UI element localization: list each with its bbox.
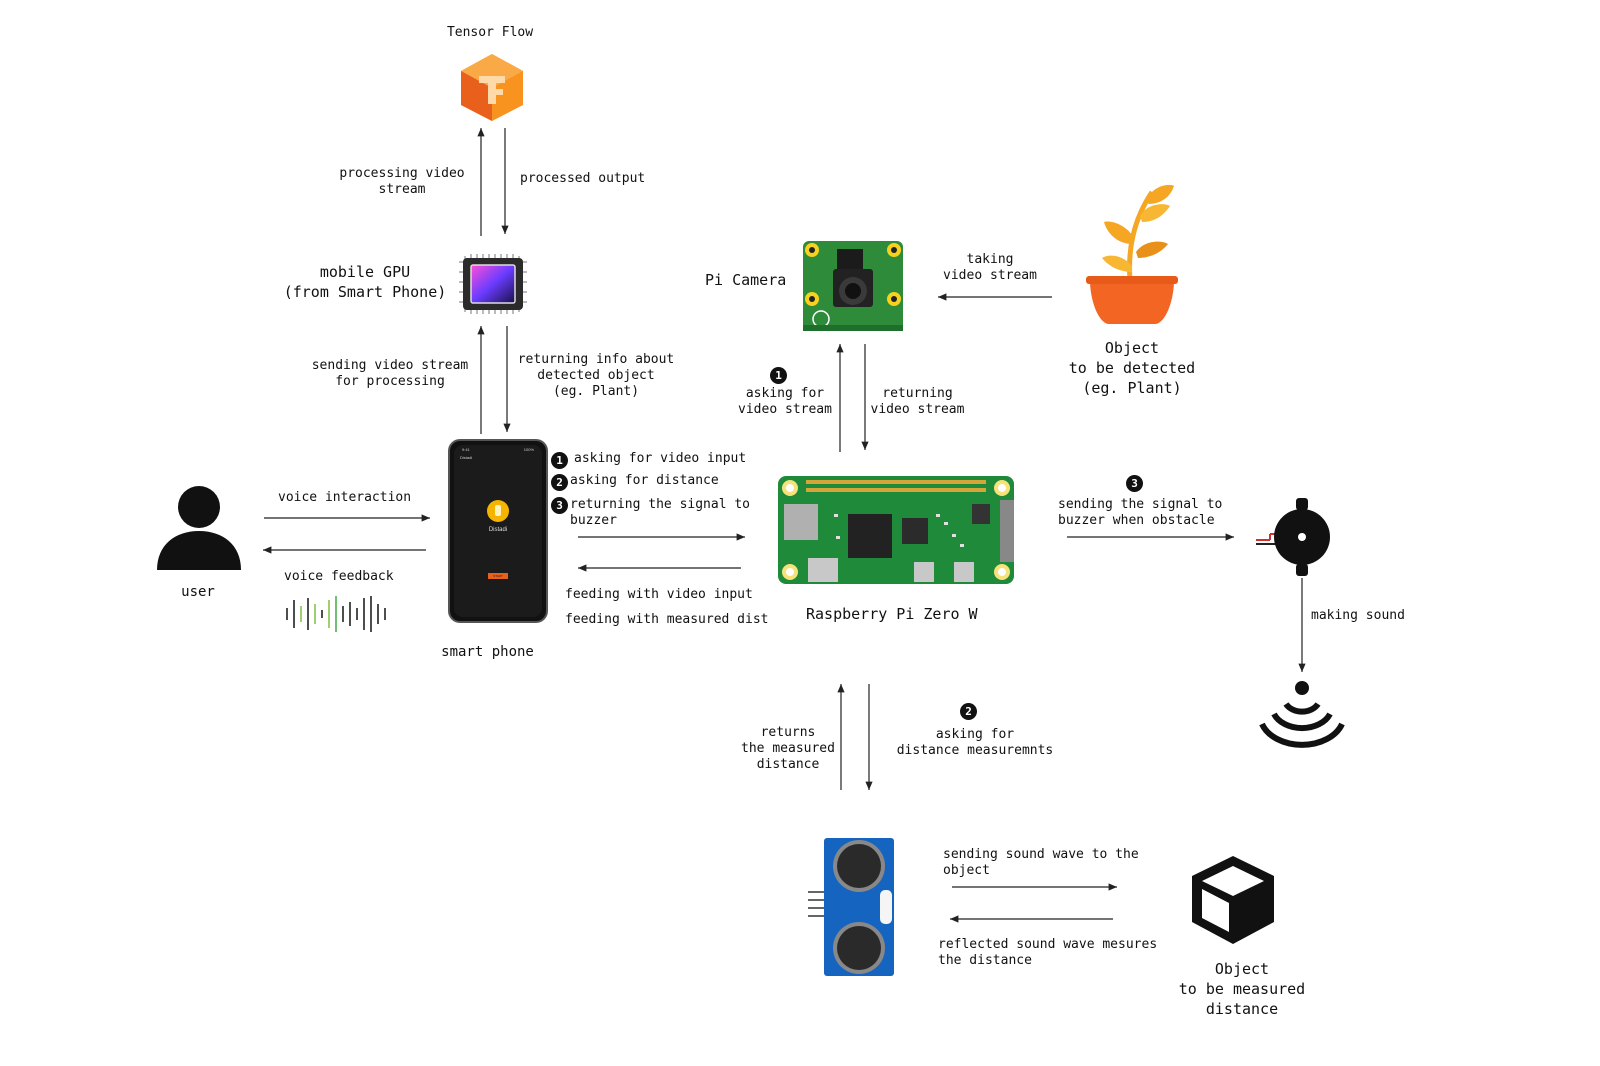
gpu-chip-icon <box>459 254 527 314</box>
tensorflow-logo-icon <box>461 54 523 121</box>
ultrasonic-sensor-icon <box>808 838 894 976</box>
step-badge-3-buzzer: 3 <box>1126 475 1143 492</box>
step-1-text: asking for video input <box>574 451 747 466</box>
phone-header: Distadi <box>460 455 473 460</box>
tensorflow-title: Tensor Flow <box>446 25 534 40</box>
phone-start-button[interactable]: START <box>488 573 508 579</box>
phone-app-logo-icon <box>487 500 509 522</box>
label-processing-video-stream: processing video stream <box>339 166 465 197</box>
label-making-sound: making sound <box>1311 608 1405 623</box>
label-voice-feedback: voice feedback <box>284 569 394 584</box>
sound-wave-icon <box>286 596 386 632</box>
label-returning-info: returning info about detected object (eg… <box>517 352 675 399</box>
label-processed-output: processed output <box>520 171 646 186</box>
label-sending-video-stream: sending video stream for processing <box>311 358 469 389</box>
label-taking-video-stream: taking video stream <box>943 252 1037 283</box>
object-detected-title: Object to be detected (eg. Plant) <box>1068 339 1196 397</box>
label-sending-sound-wave: sending sound wave to the object <box>943 847 1139 878</box>
raspberry-pi-title: Raspberry Pi Zero W <box>806 605 978 623</box>
step-badge-2-sensor: 2 <box>960 703 977 720</box>
label-reflected-sound-wave: reflected sound wave mesures the distanc… <box>938 937 1158 968</box>
label-returns-distance: returns the measured distance <box>741 725 835 772</box>
phone-app-name: Distadi <box>488 527 508 533</box>
sound-waves-icon <box>1259 681 1345 748</box>
pi-camera-title: Pi Camera <box>705 271 787 289</box>
smart-phone-label: smart phone <box>441 644 534 660</box>
phone-status-battery: 100% <box>523 447 534 452</box>
pi-camera-icon <box>803 241 903 331</box>
label-sending-signal: sending the signal to buzzer when obstac… <box>1058 497 1223 528</box>
step-badge-1: 1 <box>551 452 568 469</box>
step-2-text: asking for distance <box>570 473 719 488</box>
cube-object-icon <box>1192 856 1274 944</box>
label-returning-video-stream: returning video stream <box>870 386 965 417</box>
step-badge-3: 3 <box>551 497 568 514</box>
label-feeding-dist: feeding with measured dist <box>565 612 769 627</box>
label-asking-distance: asking for distance measuremnts <box>896 727 1054 758</box>
step-badge-1-camera: 1 <box>770 367 787 384</box>
user-label: user <box>181 584 215 600</box>
phone-screen: 9:41 100% Distadi Distadi START <box>454 445 542 617</box>
buzzer-icon <box>1256 498 1330 576</box>
raspberry-pi-board-icon <box>778 476 1014 584</box>
step-3-text: returning the signal to buzzer <box>570 497 751 528</box>
plant-icon <box>1086 184 1178 324</box>
mobile-gpu-title: mobile GPU (from Smart Phone) <box>283 263 447 301</box>
user-icon <box>157 486 241 570</box>
label-voice-interaction: voice interaction <box>278 490 412 505</box>
label-asking-video-stream: asking for video stream <box>738 386 832 417</box>
step-badge-2: 2 <box>551 474 568 491</box>
label-feeding-video: feeding with video input <box>565 587 753 602</box>
object-measured-title: Object to be measured distance <box>1178 960 1306 1018</box>
phone-status-time: 9:41 <box>462 447 470 452</box>
smart-phone-icon: 9:41 100% Distadi Distadi START <box>448 439 548 623</box>
